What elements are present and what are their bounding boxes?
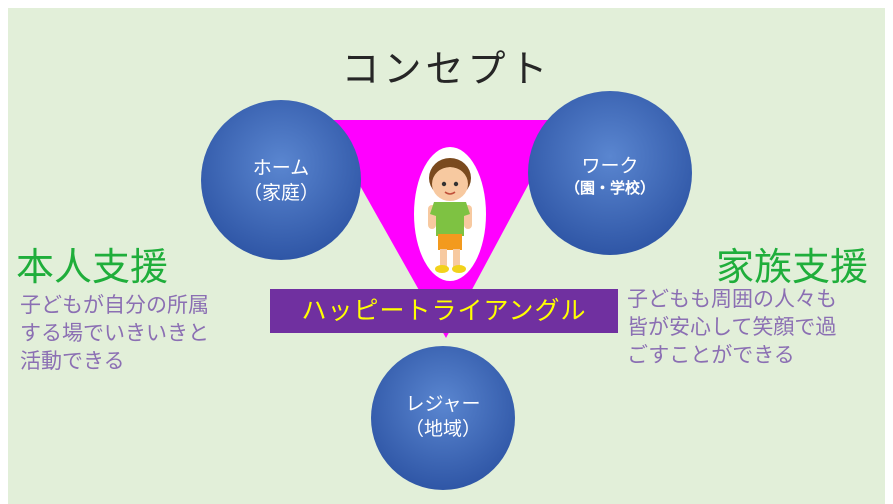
self-support-text: 子どもが自分の所属 する場でいきいきと 活動できる (20, 291, 270, 375)
happy-triangle-banner: ハッピートライアングル (270, 289, 618, 333)
family-support-line: 皆が安心して笑顔で過 (627, 315, 837, 339)
family-support-text: 子どもも周囲の人々も 皆が安心して笑顔で過 ごすことができる (627, 285, 885, 369)
slide-title: コンセプト (341, 47, 552, 91)
leisure-label-title: レジャー (405, 393, 481, 415)
child-illustration (414, 147, 486, 281)
diagram-canvas (201, 91, 692, 490)
home-label-sub: （家庭） (242, 181, 319, 204)
family-support-line: 子どもも周囲の人々も (627, 287, 837, 311)
family-support-heading: 家族支援 (716, 245, 869, 289)
leisure-label: レジャー （地域） (363, 392, 523, 441)
work-label-title: ワーク (581, 155, 639, 177)
self-support-line: する場でいきいきと (20, 321, 209, 345)
self-support-line: 子どもが自分の所属 (20, 293, 209, 317)
home-label: ホーム （家庭） (201, 156, 361, 205)
self-support-line: 活動できる (20, 349, 125, 373)
work-label-sub: （園・学校） (564, 178, 655, 197)
home-label-title: ホーム (252, 157, 310, 179)
slide: コンセプト (8, 8, 885, 504)
leisure-circle (371, 346, 515, 490)
family-support-line: ごすことができる (627, 343, 795, 367)
self-support-heading: 本人支援 (16, 245, 169, 289)
leisure-label-sub: （地域） (404, 417, 481, 440)
home-circle (201, 100, 361, 260)
work-label: ワーク （園・学校） (530, 154, 690, 198)
work-circle (528, 91, 692, 255)
